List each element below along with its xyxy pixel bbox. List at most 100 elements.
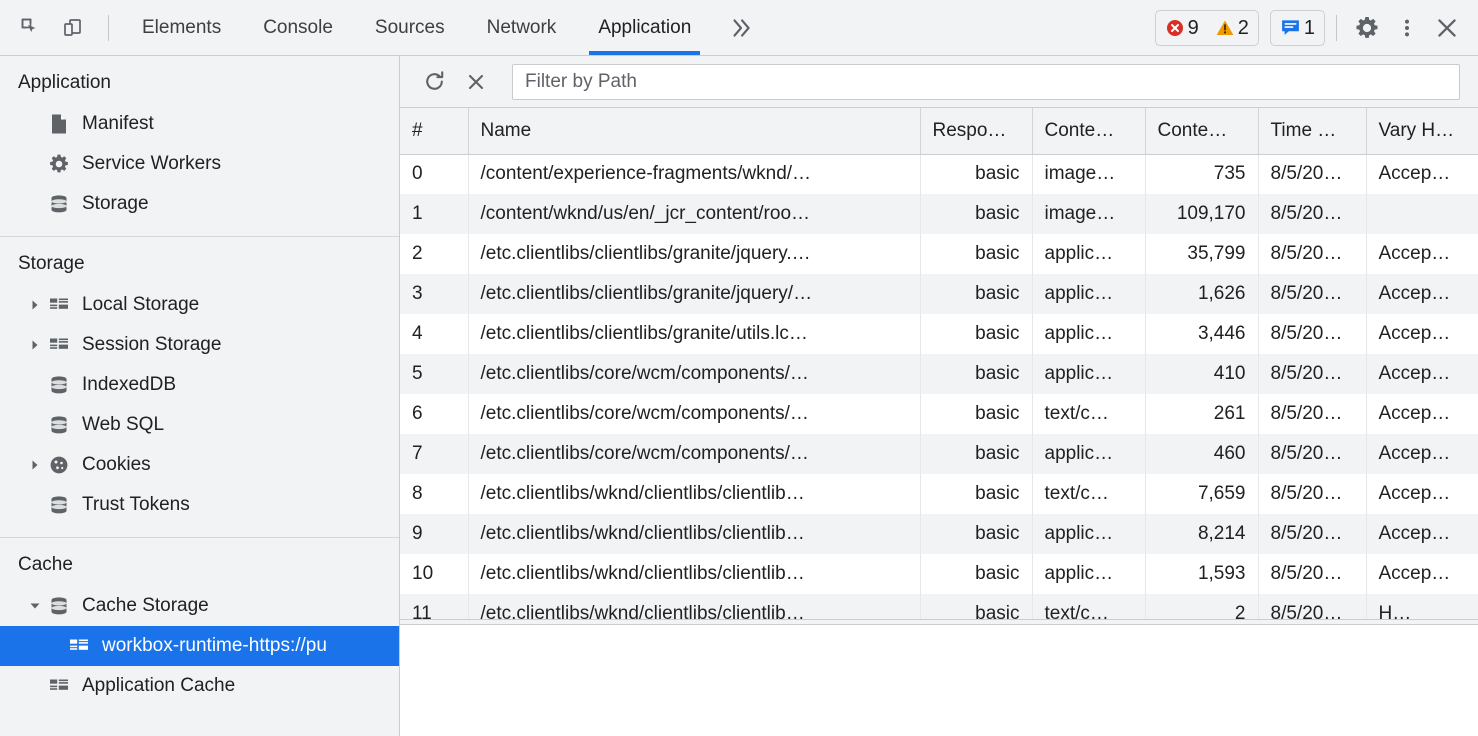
cell-resp: basic [920, 434, 1033, 474]
warning-count: 2 [1237, 16, 1249, 39]
table-row[interactable]: 6/etc.clientlibs/core/wcm/components/…ba… [400, 394, 1478, 434]
error-badge[interactable]: 9 [1165, 18, 1199, 38]
sidebar-item-label: Trust Tokens [82, 494, 190, 515]
table-row[interactable]: 4/etc.clientlibs/clientlibs/granite/util… [400, 314, 1478, 354]
cell-ctype: text/c… [1032, 394, 1146, 434]
sidebar-item-storage[interactable]: Storage [0, 184, 399, 224]
table-row[interactable]: 1/content/wknd/us/en/_jcr_content/roo…ba… [400, 194, 1478, 234]
table-row[interactable]: 3/etc.clientlibs/clientlibs/granite/jque… [400, 274, 1478, 314]
sidebar-item-service-workers[interactable]: Service Workers [0, 144, 399, 184]
column-header-vary-header[interactable]: Vary H… [1366, 108, 1478, 155]
tab-network[interactable]: Network [466, 0, 578, 55]
error-count: 9 [1187, 16, 1199, 39]
column-header-content-length[interactable]: Conte… [1145, 108, 1259, 155]
tab-sources[interactable]: Sources [354, 0, 466, 55]
cell-idx: 4 [400, 314, 469, 354]
cell-name: /etc.clientlibs/core/wcm/components/… [468, 394, 921, 434]
sidebar-item-cache-storage[interactable]: Cache Storage [0, 586, 399, 626]
sidebar-item-manifest[interactable]: Manifest [0, 104, 399, 144]
device-toolbar-icon[interactable] [54, 9, 92, 47]
pane-splitter[interactable] [400, 620, 1478, 625]
cell-ctype: applic… [1032, 434, 1146, 474]
table-row[interactable]: 7/etc.clientlibs/core/wcm/components/…ba… [400, 434, 1478, 474]
cell-clen: 261 [1145, 394, 1259, 434]
table-row[interactable]: 5/etc.clientlibs/core/wcm/components/…ba… [400, 354, 1478, 394]
more-tabs-icon[interactable] [712, 0, 770, 55]
chevron-right-icon[interactable] [26, 459, 44, 471]
cell-ctype: image… [1032, 154, 1146, 194]
sidebar-item-session-storage[interactable]: Session Storage [0, 325, 399, 365]
cell-ctype: applic… [1032, 354, 1146, 394]
sidebar-item-local-storage[interactable]: Local Storage [0, 285, 399, 325]
cell-time: 8/5/20… [1258, 394, 1367, 434]
cell-resp: basic [920, 234, 1033, 274]
chevron-right-icon[interactable] [26, 299, 44, 311]
chevron-right-icon[interactable] [26, 339, 44, 351]
warning-badge[interactable]: 2 [1215, 18, 1249, 38]
cache-entry-preview-pane [400, 625, 1478, 736]
cell-ctype: text/c… [1032, 474, 1146, 514]
sidebar-item-workbox-runtime-cache[interactable]: workbox-runtime-https://pu [0, 626, 399, 666]
column-header-response-type[interactable]: Respo… [920, 108, 1033, 155]
cell-ctype: image… [1032, 194, 1146, 234]
tab-label: Network [486, 16, 557, 38]
cell-idx: 8 [400, 474, 469, 514]
close-devtools-icon[interactable] [1428, 9, 1466, 47]
settings-gear-icon[interactable] [1348, 9, 1386, 47]
cell-idx: 11 [400, 594, 469, 619]
cell-vary: Accep… [1378, 483, 1451, 504]
column-header-time-cached[interactable]: Time … [1258, 108, 1367, 155]
cell-vary: Accep… [1378, 323, 1451, 344]
cell-clen: 2 [1145, 594, 1259, 619]
sidebar-item-label: Cache Storage [82, 595, 209, 616]
delete-selected-icon[interactable] [458, 64, 494, 100]
table-row[interactable]: 9/etc.clientlibs/wknd/clientlibs/clientl… [400, 514, 1478, 554]
column-header-name[interactable]: Name [468, 108, 921, 155]
sidebar-item-application-cache[interactable]: Application Cache [0, 666, 399, 706]
cell-vary: Accep… [1378, 443, 1451, 464]
cell-time: 8/5/20… [1258, 514, 1367, 554]
issues-message-group[interactable]: 1 [1269, 9, 1325, 46]
sidebar-item-indexeddb[interactable]: IndexedDB [0, 365, 399, 405]
cell-time: 8/5/20… [1258, 434, 1367, 474]
sidebar-item-label: Manifest [82, 113, 154, 134]
cell-name: /content/experience-fragments/wknd/… [468, 154, 921, 194]
cell-resp: basic [920, 274, 1033, 314]
sidebar-item-trust-tokens[interactable]: Trust Tokens [0, 485, 399, 525]
table-row[interactable]: 2/etc.clientlibs/clientlibs/granite/jque… [400, 234, 1478, 274]
sidebar-section-cache: Cache Cache Storage [0, 538, 399, 718]
sidebar-section-title: Cache [18, 554, 73, 575]
cell-name: /etc.clientlibs/core/wcm/components/… [468, 434, 921, 474]
table-row[interactable]: 11/etc.clientlibs/wknd/clientlibs/client… [400, 594, 1478, 619]
issues-counter-group[interactable]: 9 2 [1154, 9, 1259, 46]
inspect-element-icon[interactable] [12, 9, 50, 47]
column-header-content-type[interactable]: Conte… [1032, 108, 1146, 155]
cell-name: /etc.clientlibs/wknd/clientlibs/clientli… [468, 474, 921, 514]
table-header: # Name Respo… Conte… Conte… Time … Vary … [400, 108, 1478, 155]
cell-clen: 410 [1145, 354, 1259, 394]
sidebar-section-application: Application Manifest [0, 56, 399, 237]
refresh-icon[interactable] [416, 64, 452, 100]
message-badge[interactable]: 1 [1280, 17, 1315, 38]
tab-elements[interactable]: Elements [121, 0, 242, 55]
database-icon [46, 372, 72, 398]
chevron-down-icon[interactable] [26, 600, 44, 612]
cache-entries-grid[interactable]: # Name Respo… Conte… Conte… Time … Vary … [400, 108, 1478, 620]
table-row[interactable]: 0/content/experience-fragments/wknd/…bas… [400, 154, 1478, 194]
sidebar-item-web-sql[interactable]: Web SQL [0, 405, 399, 445]
sidebar-section-storage: Storage [0, 237, 399, 538]
tab-application[interactable]: Application [577, 0, 712, 55]
filter-by-path-input[interactable] [512, 63, 1460, 100]
table-row[interactable]: 10/etc.clientlibs/wknd/clientlibs/client… [400, 554, 1478, 594]
cell-idx: 5 [400, 354, 469, 394]
sidebar-item-cookies[interactable]: Cookies [0, 445, 399, 485]
table-row[interactable]: 8/etc.clientlibs/wknd/clientlibs/clientl… [400, 474, 1478, 514]
column-header-index[interactable]: # [400, 108, 469, 155]
database-icon [46, 593, 72, 619]
tab-console[interactable]: Console [242, 0, 354, 55]
cell-vary: Accep… [1378, 563, 1451, 584]
cell-ctype: text/c… [1032, 594, 1146, 619]
more-options-icon[interactable] [1388, 9, 1426, 47]
cell-time: 8/5/20… [1258, 354, 1367, 394]
